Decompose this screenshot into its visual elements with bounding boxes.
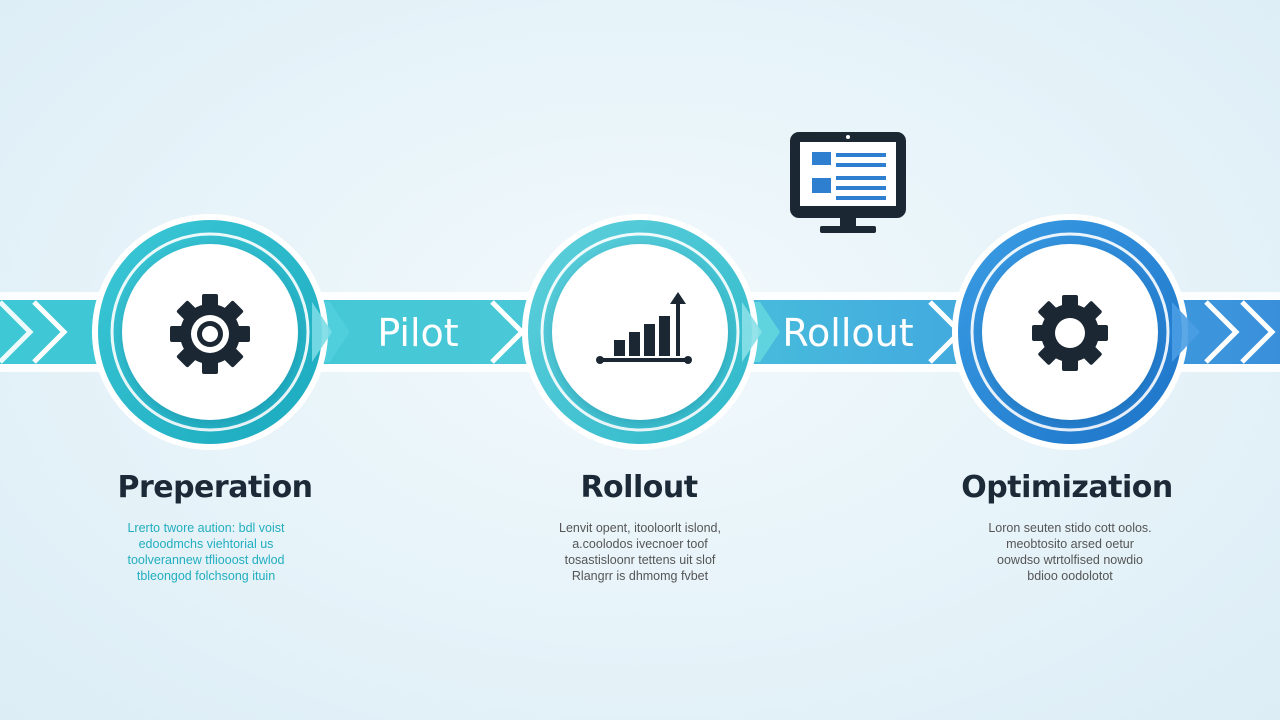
description-line: oowdso wtrtolfised nowdio — [997, 553, 1143, 567]
gear-icon — [1032, 295, 1108, 371]
gear-icon — [170, 294, 250, 374]
description-line: edoodmchs viehtorial us — [138, 537, 274, 551]
step-title-rollout: Rollout — [580, 470, 698, 505]
band-label-rollout: Rollout — [782, 311, 913, 355]
description-line: meobtosito arsed oetur — [1006, 537, 1134, 551]
step-description-optimization: Loron seuten stido cott oolos. meobtosit… — [950, 520, 1190, 584]
step-title-preparation: Preperation — [117, 470, 313, 505]
bar-chart-icon — [596, 292, 692, 364]
chevron-left-start — [0, 300, 68, 364]
description-line: tbleongod folchsong ituin — [136, 569, 276, 583]
step-description-preparation: Lrerto twore aution: bdl voist edoodmchs… — [86, 520, 326, 584]
description-line: Loron seuten stido cott oolos. — [988, 521, 1152, 535]
monitor-icon — [790, 132, 906, 233]
band-label-pilot: Pilot — [377, 311, 458, 355]
description-line: bdioo oodolotot — [1027, 569, 1113, 583]
description-line: Lrerto twore aution: bdl voist — [127, 521, 285, 535]
description-line: Lenvit opent, itooloorlt islond, — [559, 521, 721, 535]
description-line: Rlangrr is dhmomg fvbet — [571, 569, 709, 583]
step-title-optimization: Optimization — [961, 470, 1173, 505]
chevron-right-end — [1204, 300, 1276, 364]
description-line: a.coolodos ivecnoer toof — [572, 537, 708, 551]
step-description-rollout: Lenvit opent, itooloorlt islond, a.coolo… — [520, 520, 760, 584]
description-line: toolverannew tfliooost dwlod — [127, 553, 285, 567]
step-node-rollout — [522, 214, 762, 450]
description-line: tosastisloonr tettens uit slof — [564, 553, 716, 567]
